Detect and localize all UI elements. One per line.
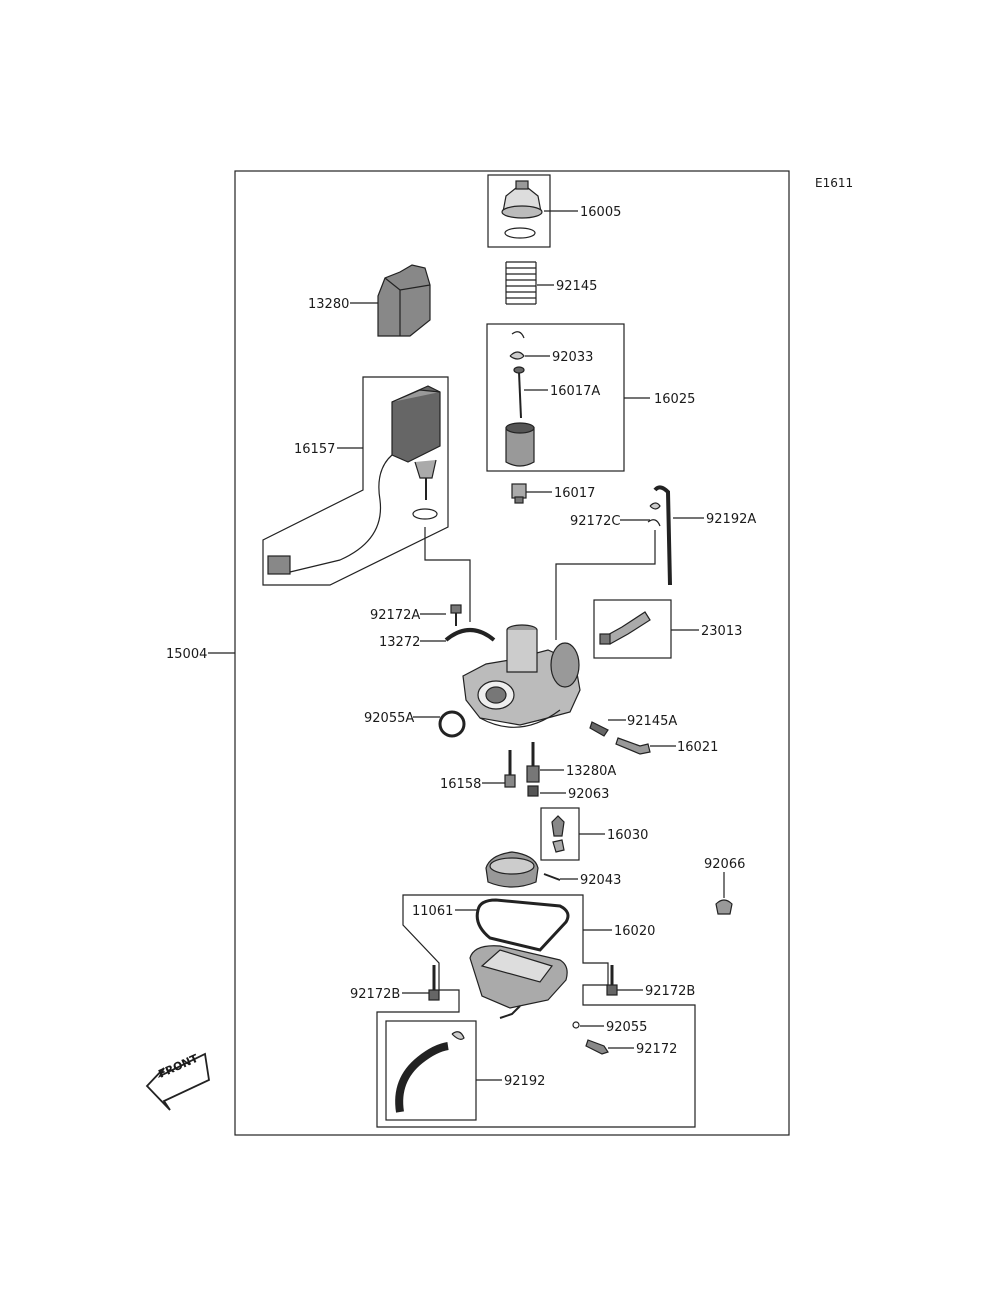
part-label: 92192A [706, 512, 757, 527]
bracket-part [444, 604, 496, 642]
screw-box [593, 599, 672, 659]
part-label: 92055A [364, 711, 415, 726]
ring-part [438, 710, 466, 738]
part-label: 11061 [412, 904, 454, 919]
cover-part [377, 264, 431, 337]
part-label: 92172B [645, 984, 696, 999]
part-label: 13280A [566, 764, 617, 779]
part-label: 92172 [636, 1042, 678, 1057]
screw-b-left [428, 965, 440, 1001]
idle-screw-part [589, 721, 651, 755]
jets-part [504, 742, 540, 797]
jet-part [511, 483, 527, 504]
screw-part [599, 611, 651, 645]
part-label: 16157 [294, 442, 336, 457]
part-label: 92172C [570, 514, 621, 529]
drain-screw-92172 [585, 1039, 609, 1055]
oring-92055 [572, 1021, 580, 1029]
part-label: 16017 [554, 486, 596, 501]
valve-part [267, 385, 441, 575]
part-label: 16158 [440, 777, 482, 792]
part-label: 15004 [166, 647, 208, 662]
gasket-part [475, 898, 570, 952]
bowl-part [469, 945, 568, 1019]
part-label: 23013 [701, 624, 743, 639]
part-label: 92043 [580, 873, 622, 888]
part-label: 92063 [568, 787, 610, 802]
part-label: 92172B [350, 987, 401, 1002]
part-label: 16017A [550, 384, 601, 399]
part-label: 92172A [370, 608, 421, 623]
bowl-box [376, 894, 696, 1128]
cap-92066-part [715, 899, 733, 915]
cap-part [501, 180, 543, 239]
part-label: 92055 [606, 1020, 648, 1035]
float-part [485, 851, 561, 888]
spring-part [505, 261, 537, 305]
hose-box [385, 1020, 477, 1121]
part-label: 13280 [308, 297, 350, 312]
part-label: 92145 [556, 279, 598, 294]
float-valve-part [551, 815, 565, 853]
diagram-code: E1611 [815, 176, 854, 190]
part-label: 92066 [704, 857, 746, 872]
part-label: 16030 [607, 828, 649, 843]
hose-a-part [647, 485, 672, 586]
part-label: 16021 [677, 740, 719, 755]
carburetor-body [462, 624, 581, 728]
part-label: 16020 [614, 924, 656, 939]
part-label: 92192 [504, 1074, 546, 1089]
valve-box [262, 376, 449, 586]
slide-parts [505, 331, 535, 467]
front-arrow [145, 1052, 210, 1111]
hose-part [395, 1031, 465, 1113]
part-label: 16025 [654, 392, 696, 407]
part-label: 92033 [552, 350, 594, 365]
part-label: 92145A [627, 714, 678, 729]
part-label: 16005 [580, 205, 622, 220]
part-label: 13272 [379, 635, 421, 650]
